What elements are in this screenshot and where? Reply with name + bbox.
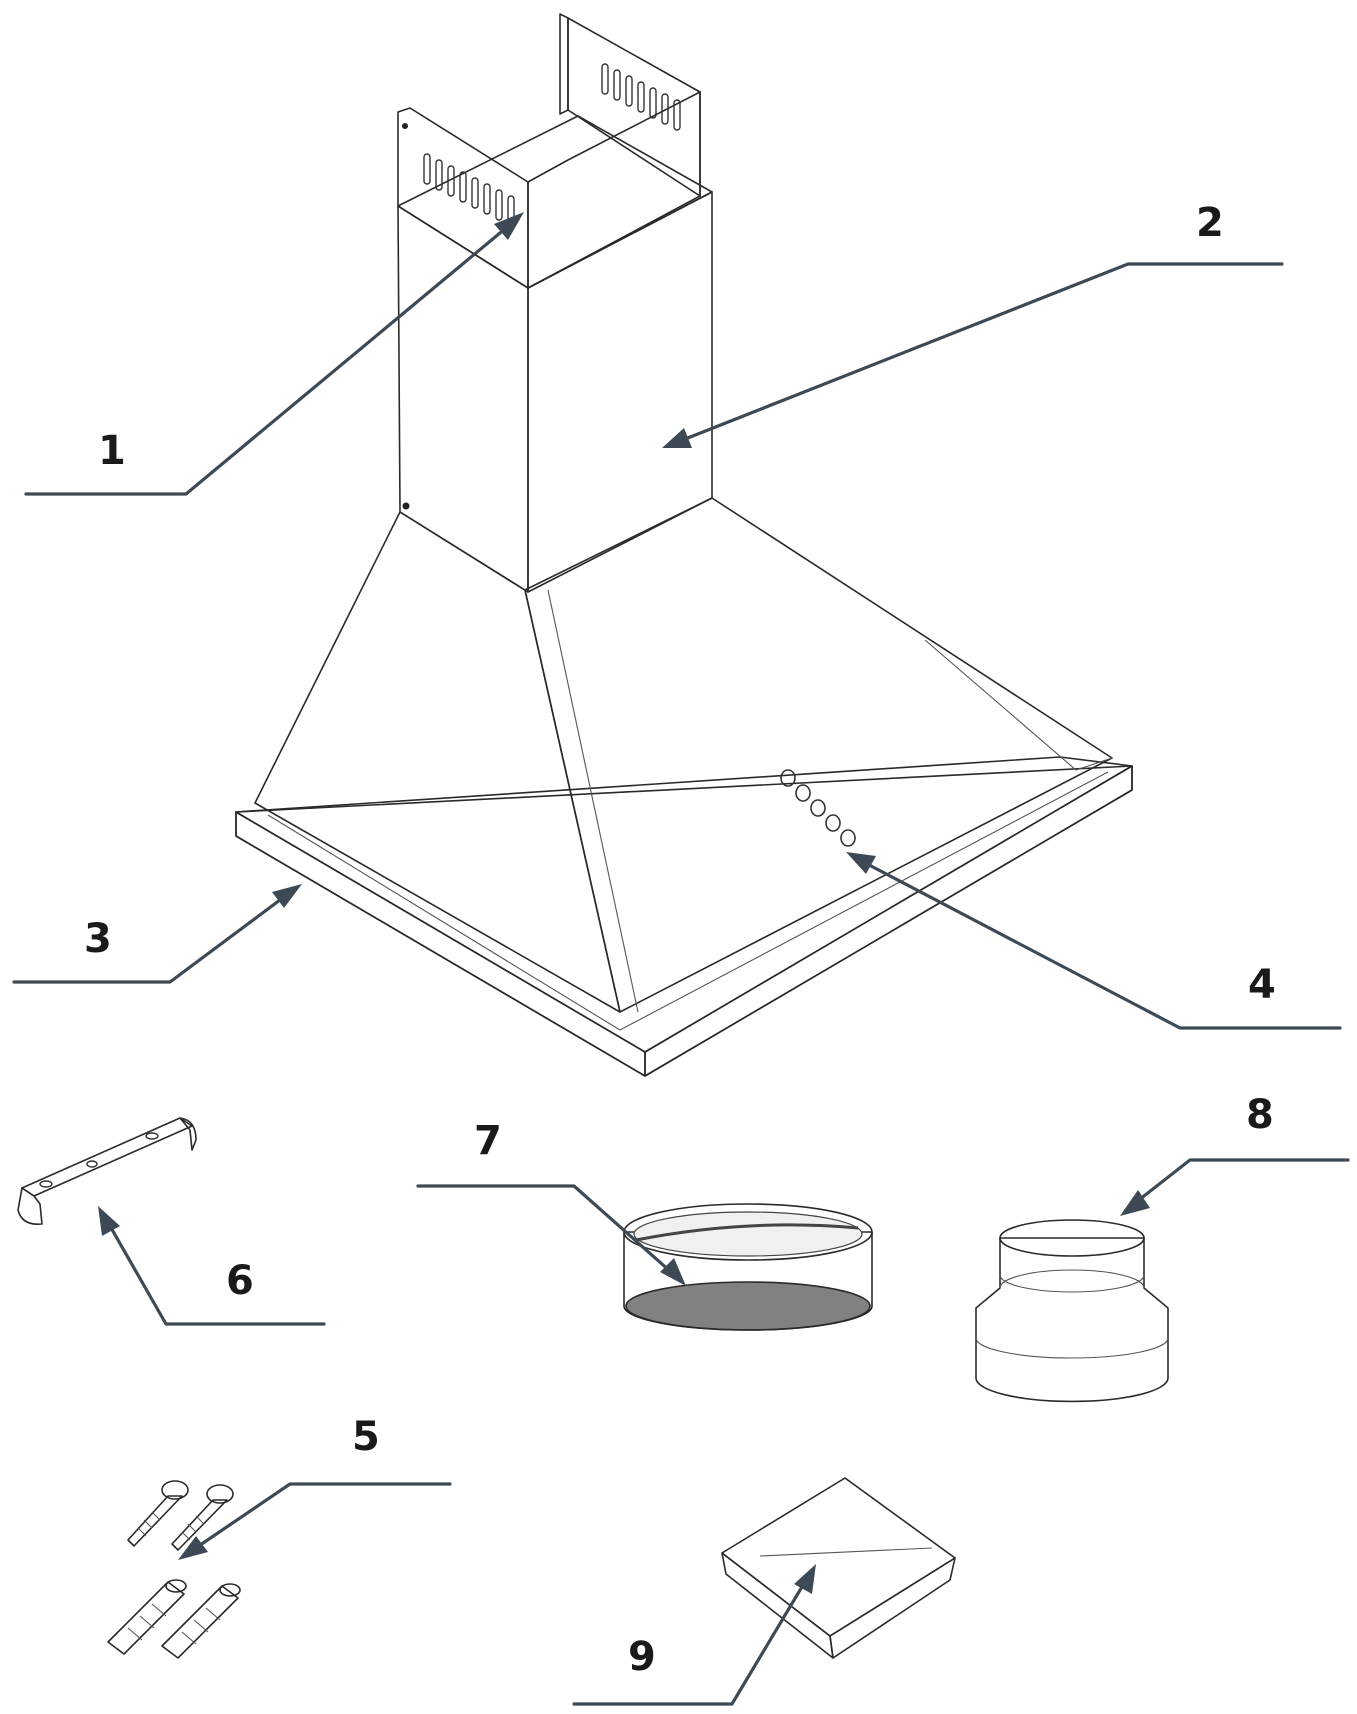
chimney-vent-slots-left: [423, 153, 515, 227]
control-buttons: [780, 769, 856, 847]
callout-4: 4: [1248, 962, 1276, 1008]
leader-5: [178, 1482, 452, 1560]
wall-plug-left: [107, 1579, 187, 1655]
wall-plug-right: [161, 1583, 241, 1659]
leader-lines: [12, 212, 1350, 1706]
leader-3: [12, 884, 302, 984]
screw-left: [127, 1480, 189, 1547]
leader-4: [846, 852, 1342, 1030]
callout-6: 6: [226, 1258, 254, 1304]
callout-5: 5: [352, 1414, 380, 1460]
callout-9: 9: [628, 1634, 656, 1680]
callout-numbers: 1 2 3 4 5 6 7 8 9: [84, 200, 1276, 1680]
callout-2: 2: [1196, 200, 1224, 246]
chimney-cover-cap: [721, 1477, 956, 1659]
chimney-vent-slots-right: [601, 63, 681, 131]
callout-7: 7: [474, 1118, 502, 1164]
damper-ring: [623, 1203, 873, 1331]
screws-and-wall-plugs: [107, 1480, 241, 1659]
duct-reducer: [975, 1219, 1169, 1403]
leader-7: [416, 1184, 686, 1286]
upper-chimney: [397, 13, 701, 289]
wall-mounting-bracket: [17, 1117, 197, 1226]
leader-9: [572, 1564, 816, 1706]
callout-3: 3: [84, 916, 112, 962]
hood-canopy: [254, 497, 1113, 1031]
leader-6: [98, 1206, 326, 1326]
hood-base-rim: [235, 756, 1133, 1077]
callout-8: 8: [1246, 1092, 1274, 1138]
leader-1: [24, 212, 524, 496]
callout-1: 1: [98, 428, 126, 474]
screw-right: [171, 1484, 234, 1551]
leader-8: [1120, 1158, 1350, 1216]
leader-2: [662, 262, 1284, 448]
range-hood-body: [235, 13, 1133, 1077]
